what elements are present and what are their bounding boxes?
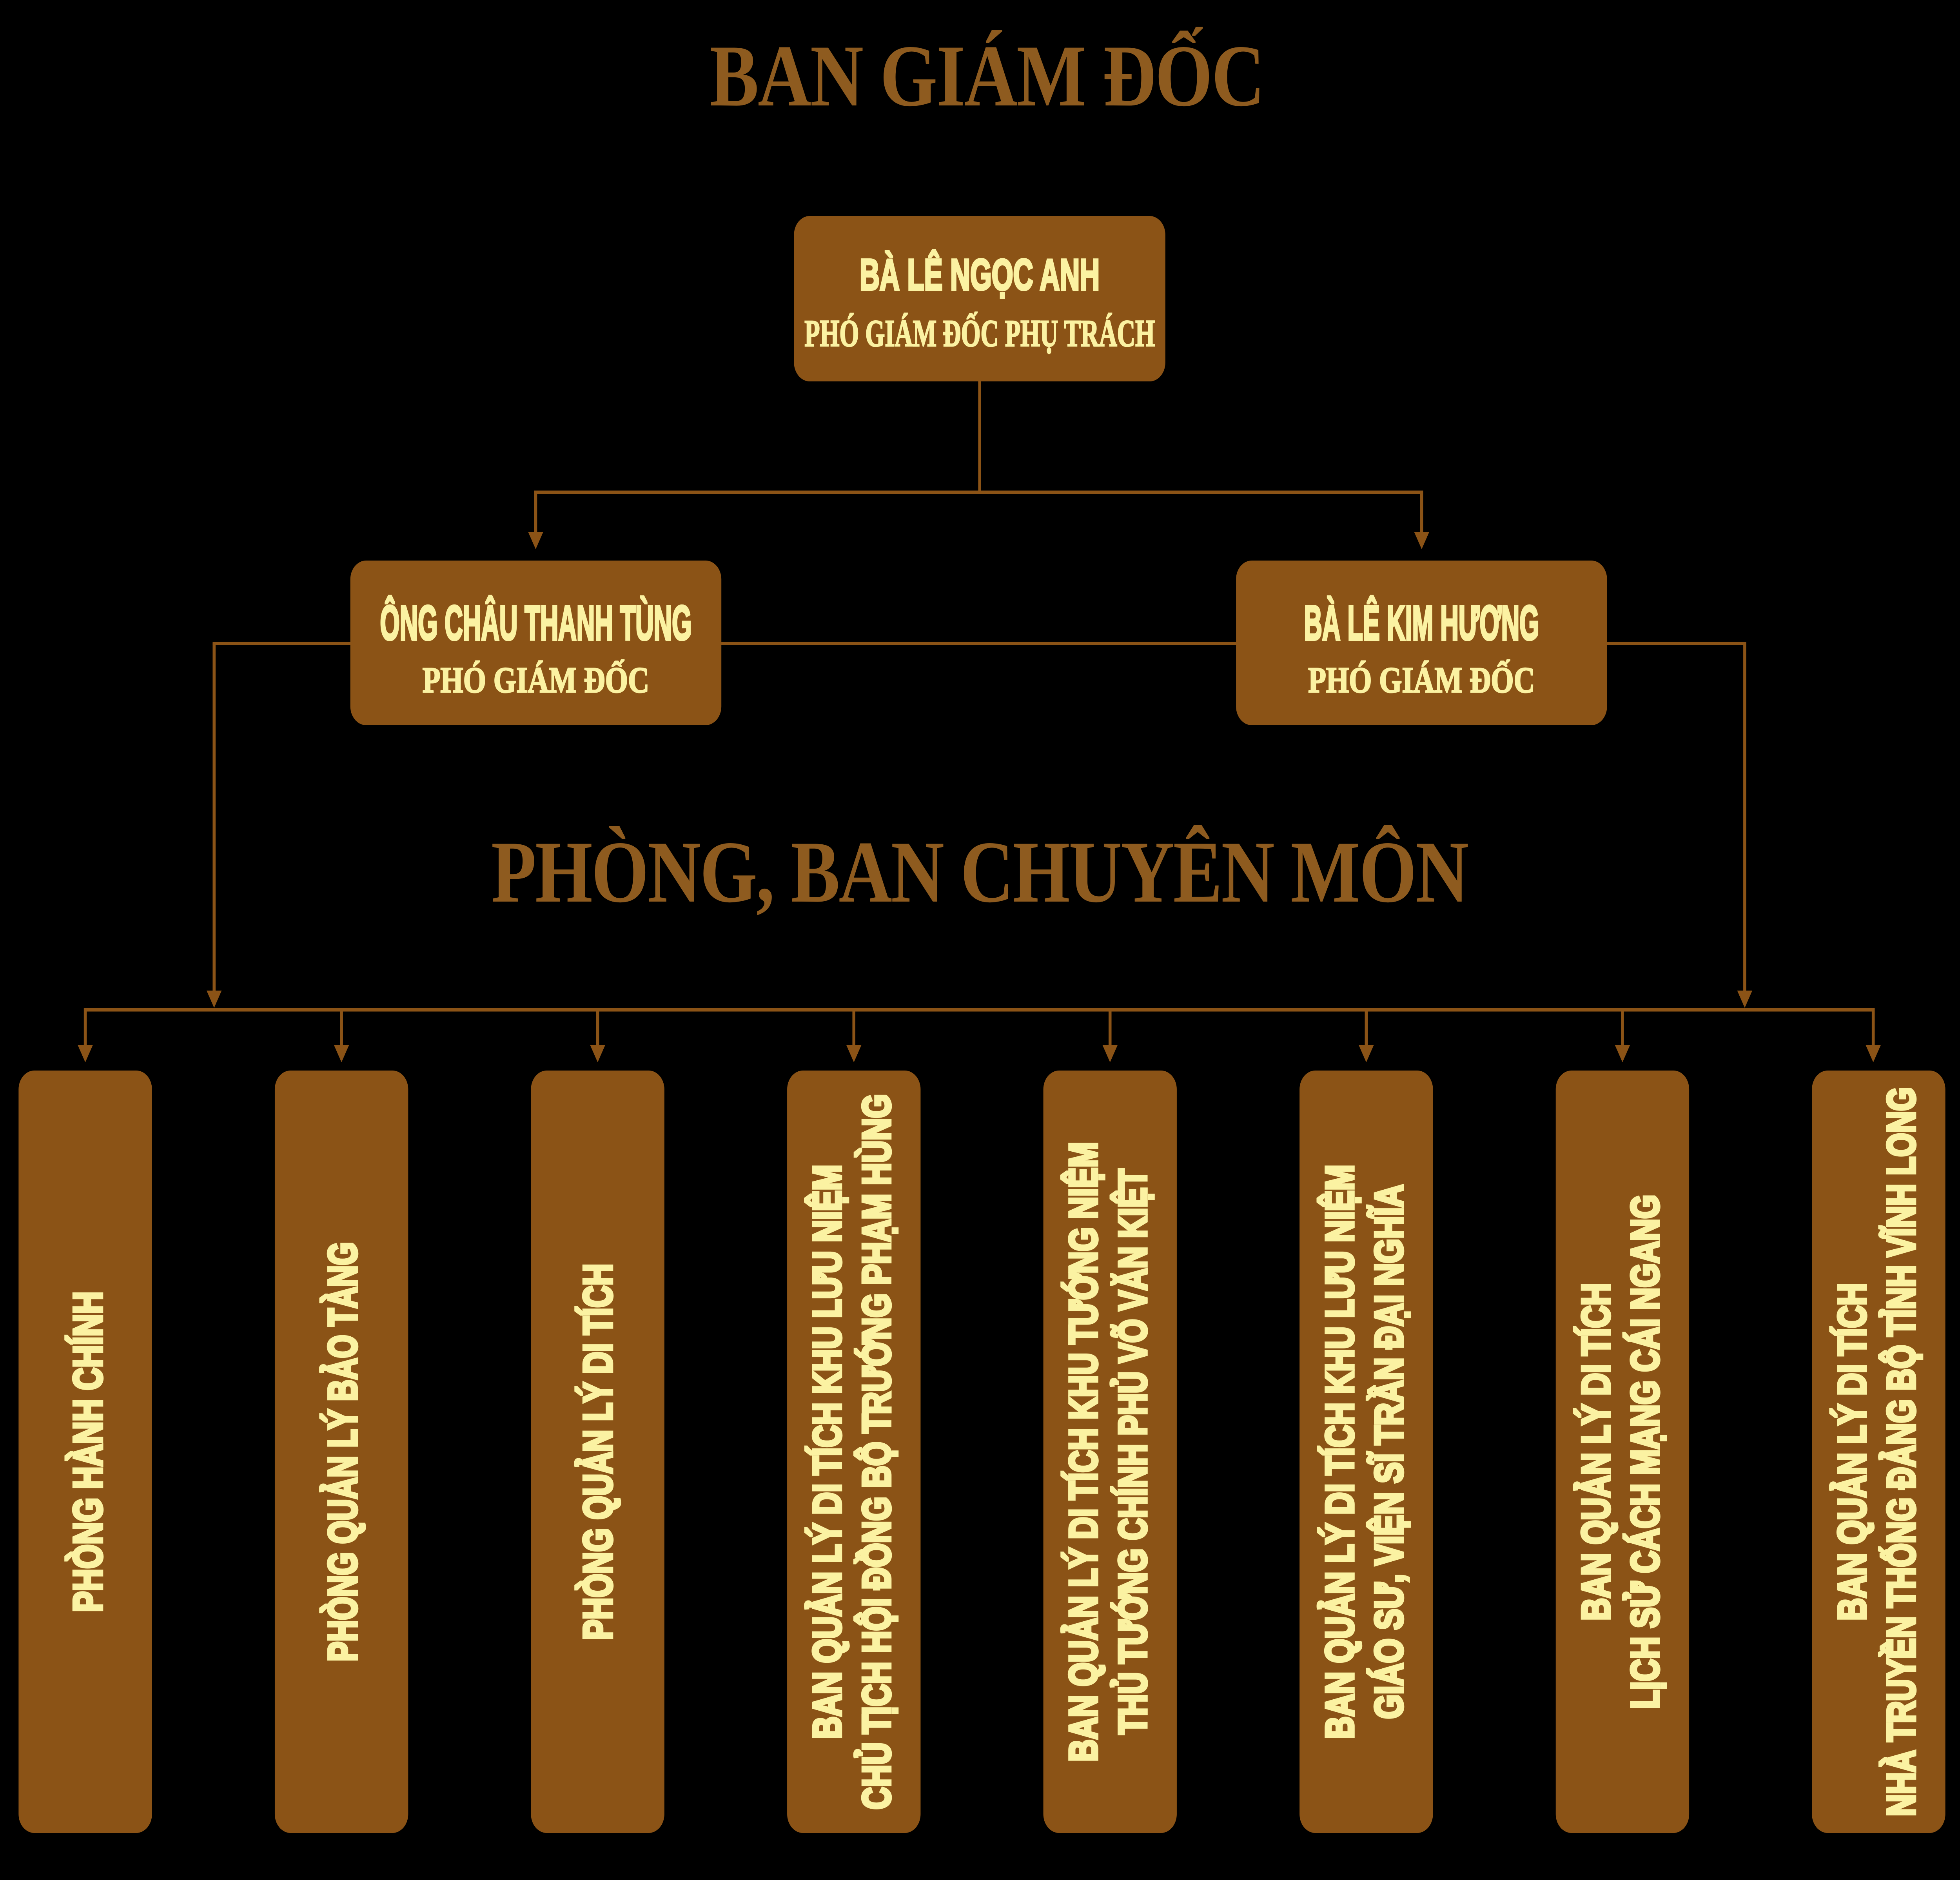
svg-text:BAN QUẢN LÝ DI TÍCH KHU LƯU NI: BAN QUẢN LÝ DI TÍCH KHU LƯU NIỆM xyxy=(806,1165,849,1739)
svg-text:BAN QUẢN LÝ DI TÍCH: BAN QUẢN LÝ DI TÍCH xyxy=(1831,1283,1874,1621)
svg-text:GIÁO SƯ, VIỆN SĨ TRẦN ĐẠI NGHĨ: GIÁO SƯ, VIỆN SĨ TRẦN ĐẠI NGHĨA xyxy=(1368,1185,1411,1719)
svg-text:BAN GIÁM ĐỐC: BAN GIÁM ĐỐC xyxy=(710,26,1265,124)
svg-text:BÀ LÊ KIM HƯƠNG: BÀ LÊ KIM HƯƠNG xyxy=(1304,596,1539,650)
svg-text:PHÓ GIÁM ĐỐC: PHÓ GIÁM ĐỐC xyxy=(423,659,649,700)
svg-text:BÀ LÊ NGỌC ANH: BÀ LÊ NGỌC ANH xyxy=(860,250,1100,299)
svg-text:NHÀ TRUYỀN THỐNG ĐẢNG BỘ TỈNH: NHÀ TRUYỀN THỐNG ĐẢNG BỘ TỈNH VĨNH LONG xyxy=(1880,1087,1924,1816)
svg-text:BAN QUẢN LÝ DI TÍCH KHU TƯỚNG: BAN QUẢN LÝ DI TÍCH KHU TƯỚNG NIỆM xyxy=(1062,1142,1105,1762)
svg-text:BAN QUẢN LÝ DI TÍCH KHU LƯU NI: BAN QUẢN LÝ DI TÍCH KHU LƯU NIỆM xyxy=(1318,1165,1362,1739)
svg-text:PHÓ GIÁM ĐỐC PHỤ TRÁCH: PHÓ GIÁM ĐỐC PHỤ TRÁCH xyxy=(804,312,1155,354)
svg-text:PHÒNG QUẢN LÝ DI TÍCH: PHÒNG QUẢN LÝ DI TÍCH xyxy=(575,1264,621,1640)
svg-text:LỊCH SỬ CÁCH MẠNG CÁI NGANG: LỊCH SỬ CÁCH MẠNG CÁI NGANG xyxy=(1623,1195,1667,1709)
svg-text:PHÓ GIÁM ĐỐC: PHÓ GIÁM ĐỐC xyxy=(1308,659,1535,700)
svg-text:THỦ TƯỚNG CHÍNH PHỦ VÕ VĂN KIỆ: THỦ TƯỚNG CHÍNH PHỦ VÕ VĂN KIỆT xyxy=(1111,1169,1155,1735)
svg-text:BAN QUẢN LÝ DI TÍCH: BAN QUẢN LÝ DI TÍCH xyxy=(1574,1283,1618,1621)
svg-text:CHỦ TỊCH HỘI ĐỒNG BỘ TRƯỚNG PH: CHỦ TỊCH HỘI ĐỒNG BỘ TRƯỚNG PHẠM HÙNG xyxy=(855,1094,899,1809)
svg-text:PHÒNG, BAN CHUYÊN MÔN: PHÒNG, BAN CHUYÊN MÔN xyxy=(491,823,1469,921)
svg-text:ÔNG CHÂU THANH TÙNG: ÔNG CHÂU THANH TÙNG xyxy=(380,595,692,650)
svg-text:PHÒNG QUẢN LÝ BẢO TÀNG: PHÒNG QUẢN LÝ BẢO TÀNG xyxy=(320,1242,365,1662)
svg-text:PHÒNG HÀNH CHÍNH: PHÒNG HÀNH CHÍNH xyxy=(65,1292,111,1612)
